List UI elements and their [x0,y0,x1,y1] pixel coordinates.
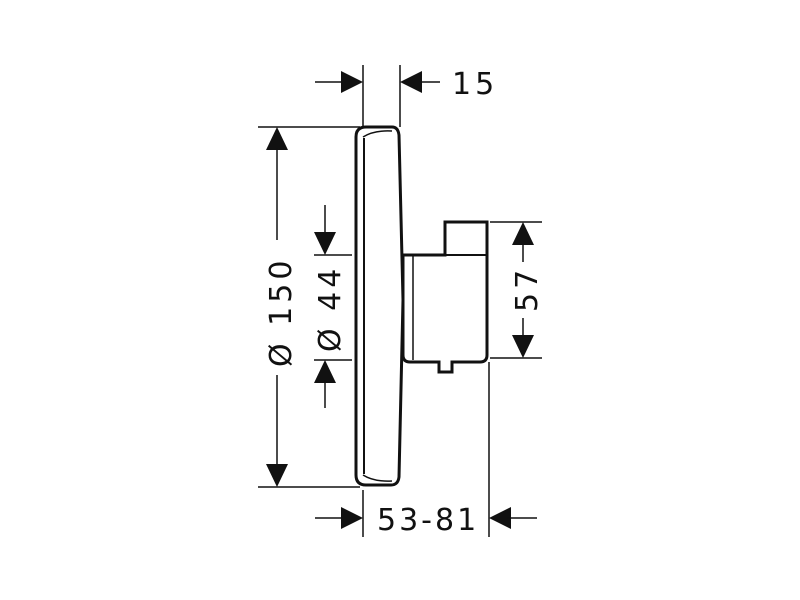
dimension-57: 57 [490,221,545,359]
valve-body [401,220,489,374]
dimension-label-44: Ø 44 [313,265,348,352]
cover-plate [354,125,405,487]
dimension-diameter-150: Ø 150 [258,126,360,488]
dimension-label-53-81: 53-81 [377,503,479,538]
arrow-down-icon [266,464,288,487]
arrow-down-icon [314,232,336,255]
dimension-diameter-44: Ø 44 [313,205,352,408]
valve-body-outline [401,220,489,374]
dimension-15: 15 [315,65,498,127]
cover-plate-outline [354,125,405,487]
arrow-left-icon [489,507,511,529]
arrow-left-icon [400,71,422,93]
arrow-up-icon [512,222,534,245]
arrow-up-icon [314,360,336,383]
dimension-label-150: Ø 150 [264,257,299,367]
dimension-label-57: 57 [510,266,545,312]
cover-plate-rim [362,130,393,482]
dimension-label-15: 15 [452,67,498,102]
arrow-up-icon [266,127,288,150]
arrow-right-icon [341,507,363,529]
arrow-right-icon [341,71,363,93]
arrow-down-icon [512,335,534,358]
dimension-53-81: 53-81 [315,362,537,538]
